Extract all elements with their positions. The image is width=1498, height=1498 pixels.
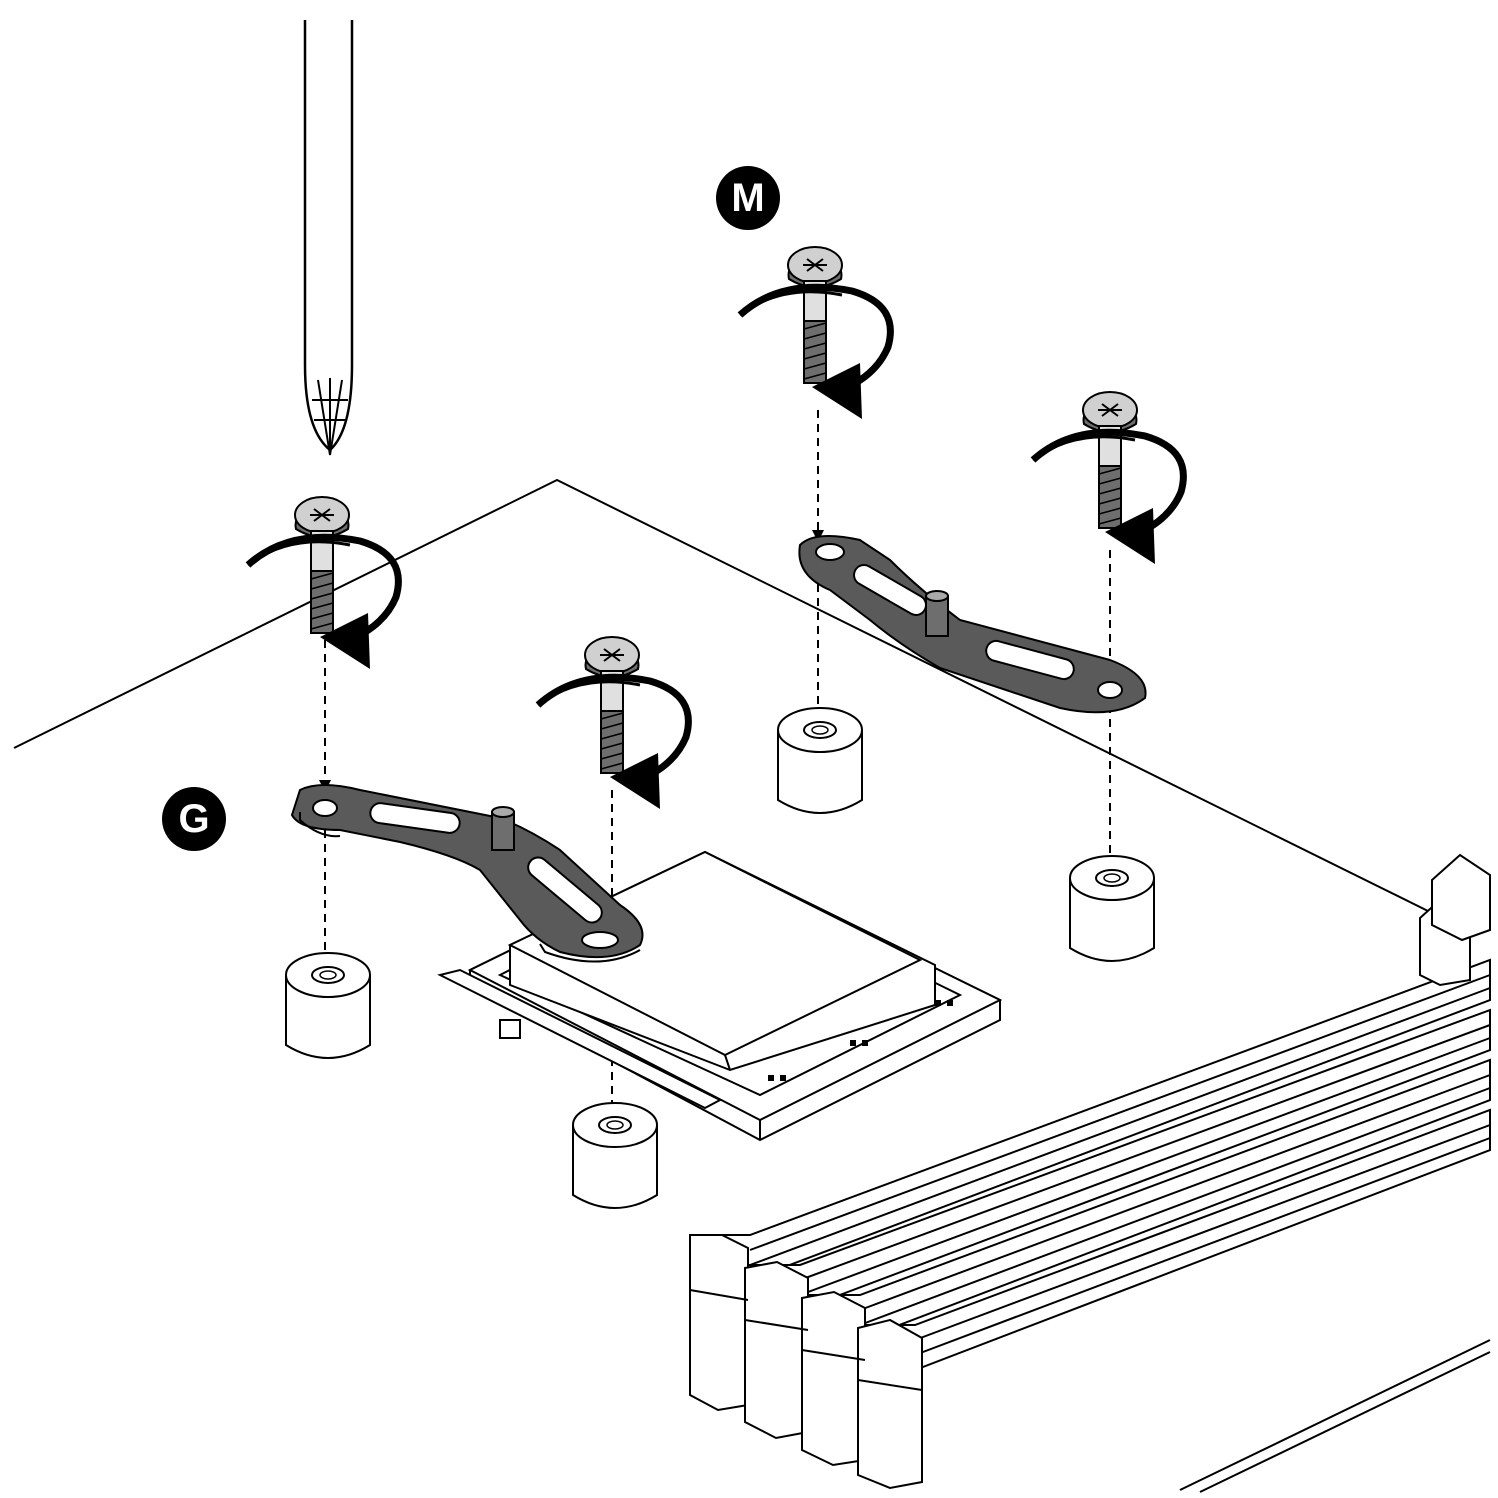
callout-label-m: M bbox=[716, 166, 780, 230]
screw-icon bbox=[787, 246, 843, 384]
motherboard-outline bbox=[13, 478, 1491, 1493]
memory-slot-icon bbox=[689, 853, 1491, 1490]
standoff-icon bbox=[285, 952, 371, 1059]
callout-label-g: G bbox=[162, 787, 226, 851]
screw-icon bbox=[584, 636, 640, 774]
mounting-bracket-icon bbox=[798, 535, 1147, 714]
mounting-bracket-icon bbox=[290, 784, 644, 963]
screw-icon bbox=[294, 496, 350, 634]
standoff-icon bbox=[777, 707, 863, 814]
standoff-icon bbox=[1069, 855, 1155, 962]
screw-icon bbox=[1082, 391, 1138, 529]
screwdriver-icon bbox=[303, 20, 354, 456]
standoff-icon bbox=[572, 1102, 658, 1209]
